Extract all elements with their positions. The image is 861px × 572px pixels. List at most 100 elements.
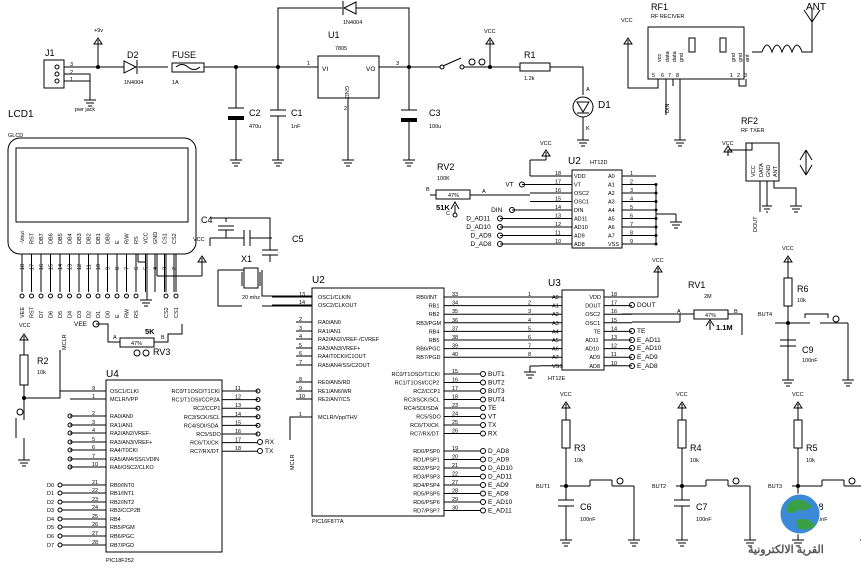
vcc-label: VCC [484, 29, 496, 35]
vplus9-label: +9v [94, 28, 103, 34]
ht12d-pin-num: 1 [630, 171, 633, 177]
lcd-bottom-net: D4 [68, 311, 74, 318]
ht12d-pin: A3 [608, 200, 615, 206]
pic877-c-net: BUT2 [488, 380, 505, 387]
c2-label: C2 [249, 108, 261, 118]
rf2-desc: RF TXER [741, 128, 764, 134]
ht12d-pin-num: 6 [630, 214, 633, 220]
svg-text:CS2: CS2 [164, 307, 170, 318]
pic877-pin-num: 26 [452, 429, 458, 435]
rv3-vee: VEE [74, 321, 88, 328]
ht12e-net: DOUT [637, 302, 655, 309]
ht12e-pin: A1 [552, 304, 559, 310]
pic252-pin-num: 1 [92, 394, 95, 400]
ht12e-pin-num: 18 [611, 292, 617, 298]
x1-label: X1 [241, 254, 252, 264]
pic877-pin: RA3/AN3/VREF+ [318, 346, 360, 352]
u1-pin: 2 [344, 106, 347, 112]
pic252-d-net: D7 [47, 543, 54, 549]
rv1-value: 2M [704, 294, 712, 300]
pic877-pin: RC5/SDO [416, 415, 441, 421]
r2-mclr-net: MCLR [62, 334, 68, 350]
pic877-pin-num: 34 [452, 301, 458, 307]
button-cap-value: 100nF [696, 517, 712, 523]
pic877-d-net: E_AD10 [488, 499, 513, 506]
pic252-pin-num: 17 [235, 438, 241, 444]
j1-connector: J1 3 2 1 pwr jack [43, 48, 98, 113]
pic252-pin-num: 24 [92, 505, 98, 511]
net-terminal [629, 363, 635, 369]
ht12e-part: HT12E [548, 376, 565, 382]
ht12e-label: U3 [548, 278, 561, 289]
lcd-pin: E [115, 240, 121, 244]
pic877-d-net: D_AD9 [488, 457, 509, 464]
pic877-pin-num: 17 [452, 386, 458, 392]
r6-label: R6 [797, 284, 809, 294]
j1-label: J1 [45, 48, 55, 58]
net-terminal [497, 224, 503, 230]
ht12e-pin: A3 [552, 321, 559, 327]
lcd-pin: -Vout [20, 231, 26, 244]
pic877-pin-num: 29 [452, 497, 458, 503]
fuse-label: FUSE [172, 50, 196, 60]
net-terminal [480, 422, 486, 428]
pic252-pin-num: 22 [92, 488, 98, 494]
ht12d-pin-num: 3 [630, 188, 633, 194]
lcd-pin: DB4 [68, 233, 74, 244]
pic252-pin: RC7/RX/DT [190, 449, 220, 455]
pic877-pin-num: 22 [452, 472, 458, 478]
fuse-value: 1A [172, 80, 179, 86]
ht12d-pin: AD8 [574, 242, 585, 248]
crystal-oscillator: C4 C5 X1 20 mhz [201, 215, 312, 307]
lcd-pin: VCC [144, 232, 150, 244]
pic252-pin: RA0/AN0 [110, 414, 133, 420]
pic252-pin: RA2/AN2/VREF- [110, 431, 151, 437]
svg-text:47%: 47% [705, 313, 716, 319]
ht12e-pin-num: 12 [611, 344, 617, 350]
svg-text:ant: ant [745, 54, 751, 62]
r1-value: 1.2k [524, 76, 535, 82]
ht12e-pin: AD9 [589, 355, 600, 361]
pic877-d-net: D_AD10 [488, 465, 513, 472]
c9-value: 100nF [802, 358, 818, 364]
pic252-pin: RC1/T1OSI/CCP2A [172, 398, 221, 404]
svg-text:8: 8 [676, 73, 679, 79]
lcd-pin: DB0 [106, 233, 112, 244]
pic252-pin-num: 5 [92, 437, 95, 443]
net-terminal [480, 379, 486, 386]
r6-value: 10k [797, 298, 806, 304]
button-resistor-label: R3 [574, 443, 586, 453]
svg-text:data: data [665, 50, 671, 62]
net-terminal [480, 456, 486, 463]
lcd-pin: DB6 [49, 233, 55, 244]
ht12d-pin: A6 [608, 225, 615, 231]
ht12e-pin: OSC1 [585, 321, 600, 327]
pic877-pin-num: 30 [452, 506, 458, 512]
svg-text:5: 5 [528, 326, 531, 332]
lcd-part: GLCD [8, 133, 23, 139]
pic252-pin-num: 16 [235, 429, 241, 435]
svg-text:7: 7 [668, 73, 671, 79]
svg-text:2: 2 [528, 301, 531, 307]
ht12e-pin: VDD [589, 295, 601, 301]
rf2-label: RF2 [741, 116, 758, 126]
r6-circuit: R6 10k VCC BUT4 C9 100nF [758, 246, 854, 387]
d2-label: D2 [127, 50, 139, 60]
pic252-pin-num: 9 [92, 386, 95, 392]
pic252-pin: RB1/INT1 [110, 491, 134, 497]
c1-label: C1 [291, 108, 303, 118]
fuse: FUSE 1A [171, 50, 205, 86]
x1-freq: 20 mhz [242, 295, 260, 301]
svg-text:VCC: VCC [193, 237, 205, 243]
lcd-pin-num: 6 [134, 267, 140, 270]
net-terminal [480, 473, 486, 480]
lcd-pin-num: 4 [153, 267, 159, 270]
net-terminal [509, 207, 515, 213]
svg-text:8: 8 [528, 352, 531, 358]
net-terminal [519, 181, 525, 188]
pic252-pin: RB5/PGM [110, 525, 135, 531]
pic877-c-net: VT [488, 414, 496, 421]
ht12d-pin: OSC2 [574, 191, 589, 197]
svg-text:4: 4 [528, 318, 531, 324]
